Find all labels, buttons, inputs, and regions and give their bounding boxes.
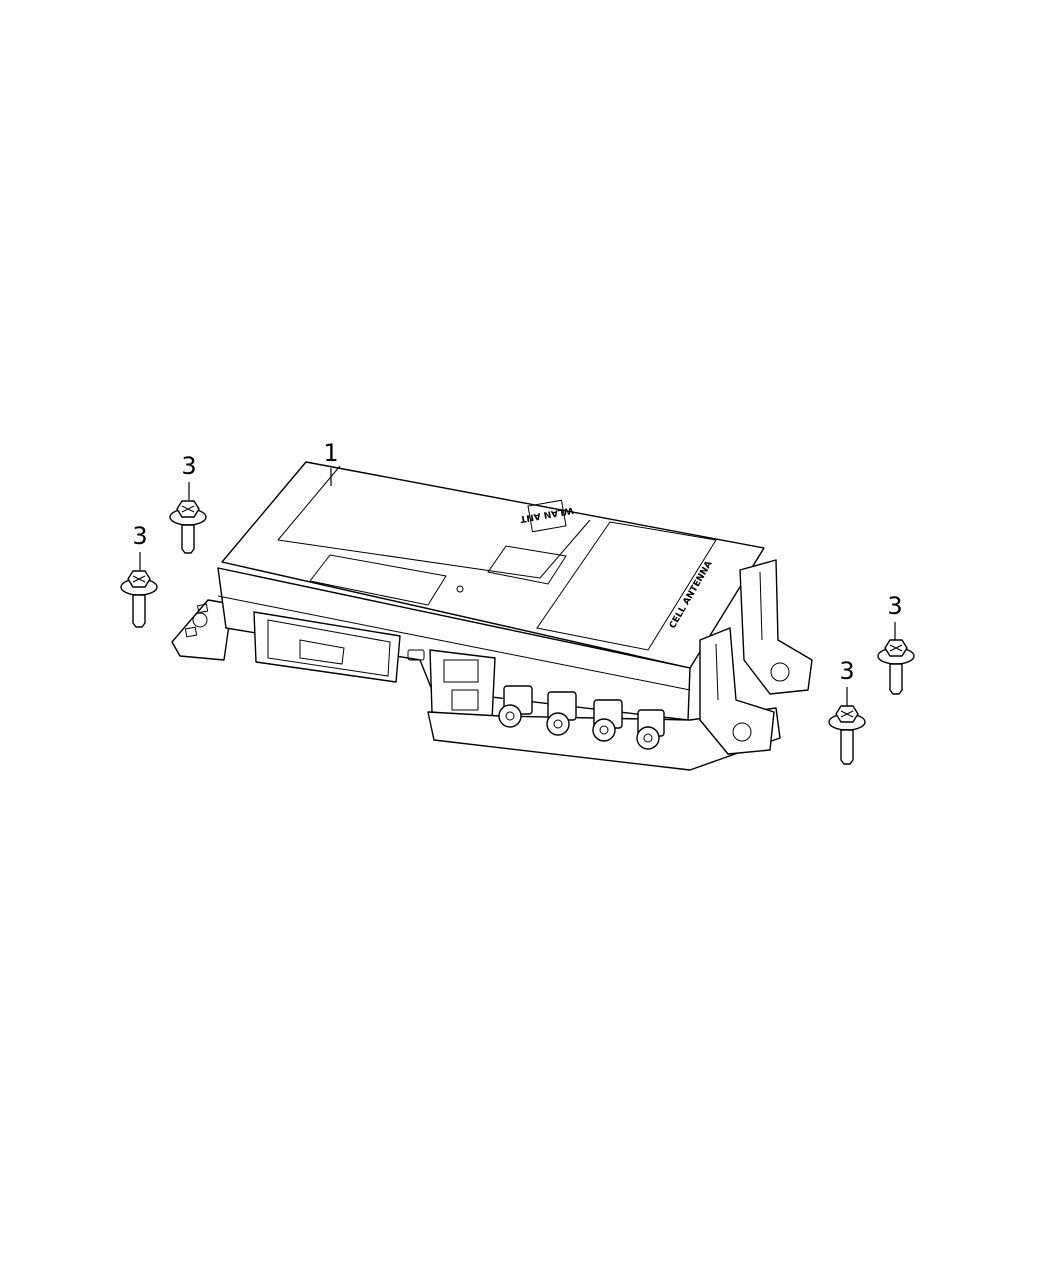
callout-3-lower-left: 3 [132,522,148,550]
callout-3-lower-right: 3 [839,657,855,685]
leader-lines [139,468,896,706]
screw-3b [120,570,158,628]
screw-3d [828,705,866,765]
callout-3-upper-left: 3 [181,452,197,480]
module-part-1: WLAN ANT CELL ANTENNA [171,461,813,771]
screw-3a [169,500,207,554]
callout-3-upper-right: 3 [887,592,903,620]
coax-connectors [498,685,665,750]
callout-1: 1 [323,439,339,467]
screw-3c [877,639,915,695]
